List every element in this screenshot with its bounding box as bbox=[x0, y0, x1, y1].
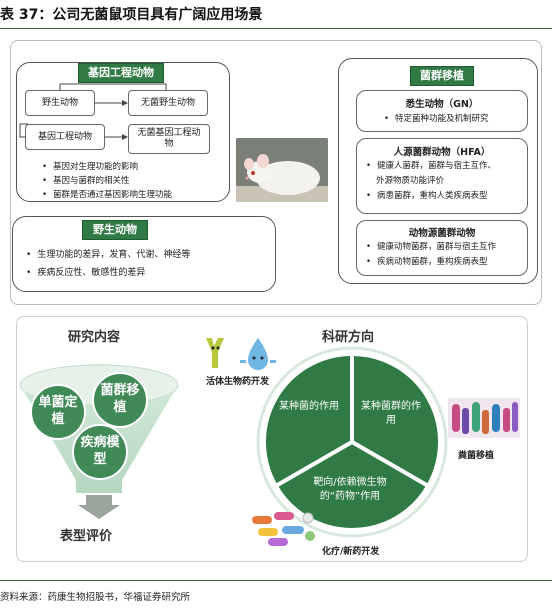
title-rule bbox=[0, 28, 552, 29]
circle-transplant: 菌群移植 bbox=[92, 372, 148, 428]
gene-bullet: 基因对生理功能的影响 bbox=[42, 160, 227, 174]
page-title: 表 37：公司无菌鼠项目具有广阔应用场景 bbox=[0, 7, 263, 23]
animal-bullet: 健康动物菌群，菌群与宿主互作 bbox=[366, 240, 526, 255]
germfree-gene-box: 无菌基因工程动物 bbox=[128, 124, 210, 154]
bottom-frame bbox=[16, 316, 528, 562]
wild-animal-title: 野生动物 bbox=[82, 220, 148, 240]
hfa-bullets: 健康人菌群，菌群与宿主互作、 外源物质功能评价 病患菌群，重构人类疾病表型 bbox=[366, 159, 526, 204]
gene-bullets: 基因对生理功能的影响 基因与菌群的相关性 菌群是否通过基因影响生理功能 bbox=[42, 160, 227, 202]
mouse-icon bbox=[236, 138, 328, 202]
wild-bullet: 生理功能的差异，发育、代谢、神经等 bbox=[26, 246, 271, 264]
direction-cycle bbox=[256, 346, 448, 538]
connector-arrows bbox=[19, 83, 167, 140]
gn-title: 悉生动物（GN） bbox=[405, 99, 479, 110]
top-frame bbox=[10, 40, 542, 305]
segment-flora: 某种菌群的作用 bbox=[361, 401, 421, 426]
animal-bullet: 疾病动物菌群，重构疾病表型 bbox=[366, 255, 526, 270]
germfree-wild-box: 无菌野生动物 bbox=[128, 90, 208, 116]
circle-single-strain: 单菌定植 bbox=[30, 384, 86, 440]
bacteria-cluster-icon bbox=[448, 398, 520, 438]
transplant-image bbox=[448, 398, 520, 438]
gn-bullets: 特定菌种功能及机制研究 bbox=[384, 112, 524, 127]
segment-strain: 某种菌的作用 bbox=[279, 401, 339, 412]
hfa-bullet: 健康人菌群，菌群与宿主互作、 bbox=[366, 159, 526, 174]
hfa-title: 人源菌群动物（HFA） bbox=[393, 147, 491, 158]
segment-drug: 靶向/依赖微生物的“药物”作用 bbox=[313, 477, 387, 502]
gene-engineered-box: 基因工程动物 bbox=[25, 124, 105, 150]
wild-bullets: 生理功能的差异，发育、代谢、神经等 疾病反应性、敏感性的差异 bbox=[26, 246, 271, 282]
animal-title: 动物源菌群动物 bbox=[408, 228, 476, 239]
gene-bullet: 菌群是否通过基因影响生理功能 bbox=[42, 188, 227, 202]
wild-animal-box: 野生动物 bbox=[25, 90, 95, 116]
gene-engineering-title: 基因工程动物 bbox=[78, 63, 164, 83]
source-text: 资料来源：药康生物招股书，华福证券研究所 bbox=[0, 592, 191, 603]
gene-bullet: 基因与菌群的相关性 bbox=[42, 174, 227, 188]
transplant-title: 菌群移植 bbox=[410, 66, 474, 86]
chemo-label: 化疗/新药开发 bbox=[322, 547, 380, 557]
circle-disease-model: 疾病模型 bbox=[72, 424, 128, 480]
hfa-bullet: 病患菌群，重构人类疾病表型 bbox=[366, 189, 526, 204]
animal-bullets: 健康动物菌群，菌群与宿主互作 疾病动物菌群，重构疾病表型 bbox=[366, 240, 526, 270]
source-rule bbox=[0, 580, 552, 581]
microbe-icon bbox=[206, 338, 276, 370]
pills-icon bbox=[252, 512, 315, 546]
mouse-photo bbox=[236, 138, 328, 202]
live-drug-label: 活体生物药开发 bbox=[206, 377, 270, 387]
gn-bullet: 特定菌种功能及机制研究 bbox=[384, 112, 524, 127]
fecal-transplant-label: 粪菌移植 bbox=[458, 451, 495, 461]
wild-bullet: 疾病反应性、敏感性的差异 bbox=[26, 264, 271, 282]
phenotype-label: 表型评价 bbox=[60, 529, 113, 544]
hfa-bullet-cont: 外源物质功能评价 bbox=[376, 176, 445, 186]
direction-title: 科研方向 bbox=[322, 330, 375, 345]
research-title: 研究内容 bbox=[68, 330, 121, 345]
